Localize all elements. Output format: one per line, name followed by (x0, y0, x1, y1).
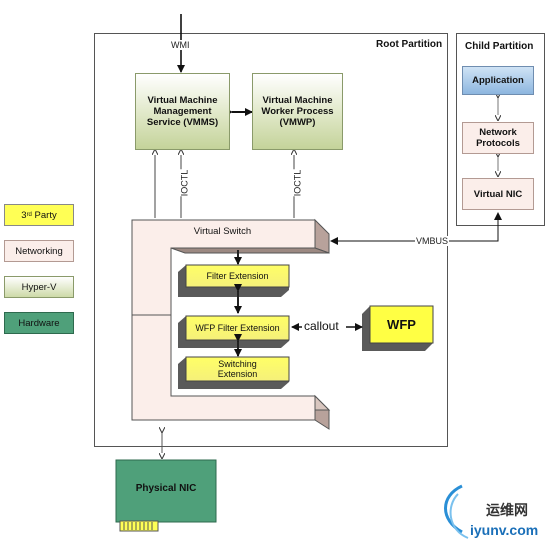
network-protocols-box: Network Protocols (462, 122, 534, 154)
watermark-text: 运维网 (486, 503, 528, 519)
virtual-switch-label: Virtual Switch (193, 225, 252, 237)
switching-extension-label: Switching Extension (217, 359, 258, 379)
watermark-url: iyunv.com (470, 522, 539, 538)
physical-nic-label: Physical NIC (135, 482, 197, 494)
wfp-label: WFP (387, 317, 416, 332)
wmi-label: WMI (170, 40, 191, 50)
vmwp-box: Virtual Machine Worker Process (VMWP) (252, 73, 343, 150)
callout-label: callout (304, 319, 339, 333)
ioctl-right-label: IOCTL (292, 169, 303, 197)
wfp-box (369, 305, 434, 344)
application-box: Application (462, 66, 534, 95)
watermark-logo (444, 484, 469, 539)
root-partition-title: Root Partition (376, 39, 443, 50)
vmms-box: Virtual Machine Management Service (VMMS… (135, 73, 230, 150)
virtual-switch-depth (314, 218, 330, 254)
vmbus-label: VMBUS (415, 236, 450, 246)
legend-third-party-base: 3 (21, 209, 27, 221)
virtual-nic-box: Virtual NIC (462, 178, 534, 210)
legend-third-party-rest: Party (31, 209, 57, 221)
physical-nic-card (115, 459, 217, 523)
legend-hyperv: Hyper-V (4, 276, 74, 298)
filter-extension-label: Filter Extension (206, 271, 269, 281)
legend-hardware: Hardware (4, 312, 74, 334)
switching-extension-box (185, 356, 290, 382)
legend-networking: Networking (4, 240, 74, 262)
nic-connector (119, 520, 159, 532)
legend-third-party-sup: rd (26, 212, 32, 218)
virtual-switch (131, 219, 316, 421)
ioctl-left-label: IOCTL (179, 169, 190, 197)
child-partition-title: Child Partition (465, 41, 534, 52)
vmbus-connector (331, 212, 502, 242)
wfp-filter-extension-label: WFP Filter Extension (195, 323, 280, 333)
